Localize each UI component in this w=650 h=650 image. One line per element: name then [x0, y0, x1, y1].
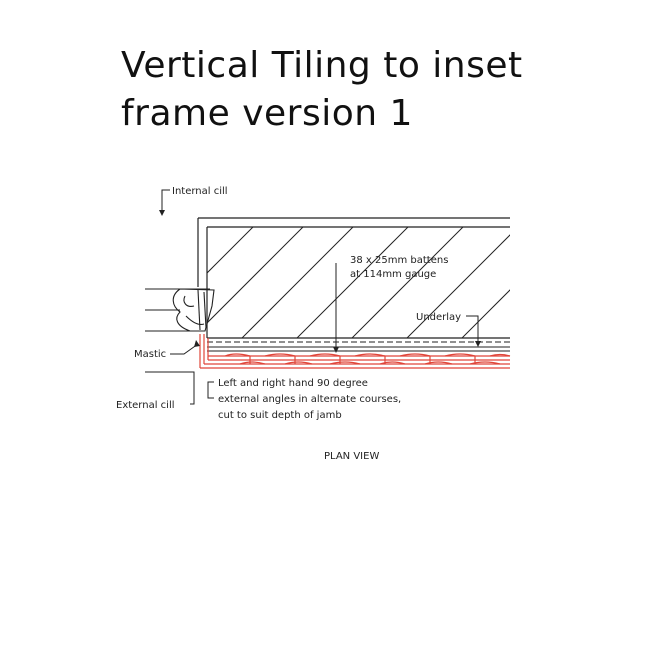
- title-line-2: frame version 1: [121, 93, 413, 134]
- window-frame: [145, 288, 215, 332]
- label-battens-line2: at 114mm gauge: [350, 269, 436, 280]
- label-underlay: Underlay: [416, 312, 461, 323]
- label-mastic: Mastic: [134, 349, 166, 360]
- drawing-title: Vertical Tiling to inset frame version 1: [121, 42, 523, 138]
- label-battens-line1: 38 x 25mm battens: [350, 255, 448, 266]
- label-angles-line1: Left and right hand 90 degree: [218, 378, 368, 389]
- wall-hatching: [207, 227, 510, 338]
- label-internal-cill: Internal cill: [172, 186, 228, 197]
- wall-body: [197, 217, 510, 339]
- leader-lines: [145, 189, 479, 405]
- title-line-1: Vertical Tiling to inset: [121, 45, 523, 86]
- vertical-tiling: [199, 334, 511, 369]
- label-plan-view: PLAN VIEW: [324, 451, 379, 462]
- batten-layer: [207, 341, 510, 352]
- label-external-cill: External cill: [116, 400, 175, 411]
- label-angles-line2: external angles in alternate courses,: [218, 394, 401, 405]
- arrow-heads: [159, 210, 481, 353]
- label-angles-line3: cut to suit depth of jamb: [218, 410, 342, 421]
